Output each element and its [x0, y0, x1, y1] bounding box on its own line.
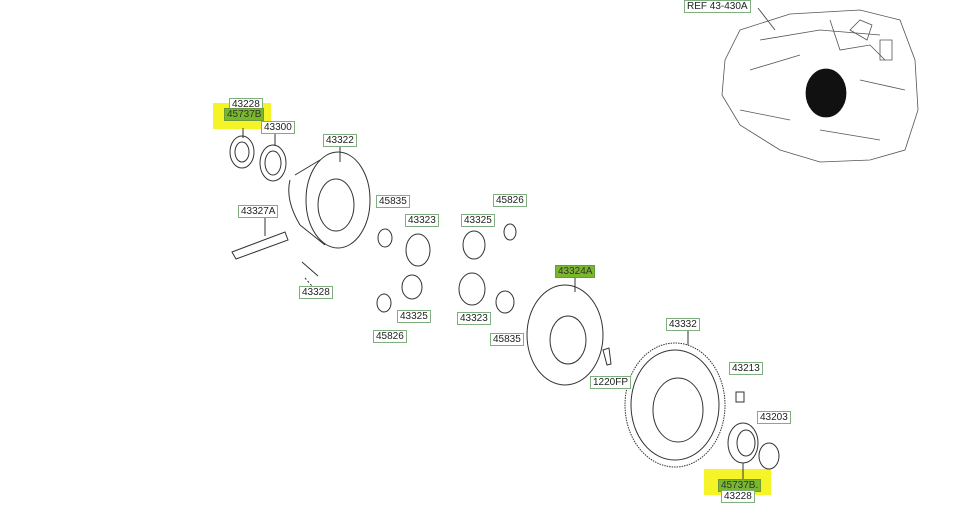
- bolt-illustration: [602, 347, 612, 366]
- differential-cover-illustration: [526, 284, 604, 386]
- part-label[interactable]: 43324A: [555, 265, 596, 278]
- pinion-shaft-illustration: [231, 231, 289, 260]
- ring-gear-bolt-illustration: [735, 391, 745, 403]
- part-label[interactable]: 43327A: [238, 205, 279, 218]
- part-label[interactable]: 43323: [457, 312, 491, 325]
- part-label[interactable]: 43300: [261, 121, 295, 134]
- part-label[interactable]: 43328: [299, 286, 333, 299]
- bearing-right-illustration: [727, 422, 759, 464]
- part-label[interactable]: 1220FP: [590, 376, 632, 389]
- part-label[interactable]: 43203: [757, 411, 791, 424]
- part-label[interactable]: 43325: [461, 214, 495, 227]
- part-label[interactable]: 45835: [376, 195, 410, 208]
- part-label[interactable]: 45826: [493, 194, 527, 207]
- bearing-left-illustration: [229, 135, 287, 182]
- part-label[interactable]: 45826: [373, 330, 407, 343]
- part-label[interactable]: 43323: [405, 214, 439, 227]
- part-label-highlighted[interactable]: 45737B: [224, 108, 265, 121]
- reference-label[interactable]: REF 43-430A: [684, 0, 751, 13]
- differential-case-illustration: [288, 151, 371, 249]
- ring-gear-illustration: [624, 342, 726, 468]
- part-label[interactable]: 45835: [490, 333, 524, 346]
- snap-ring-illustration: [758, 442, 780, 470]
- part-label[interactable]: 43322: [323, 134, 357, 147]
- part-label[interactable]: 43325: [397, 310, 431, 323]
- transmission-housing-illustration: [721, 9, 919, 163]
- pin-illustration: [301, 261, 319, 277]
- part-label[interactable]: 43228: [721, 490, 755, 503]
- part-label[interactable]: 43213: [729, 362, 763, 375]
- part-label[interactable]: 43332: [666, 318, 700, 331]
